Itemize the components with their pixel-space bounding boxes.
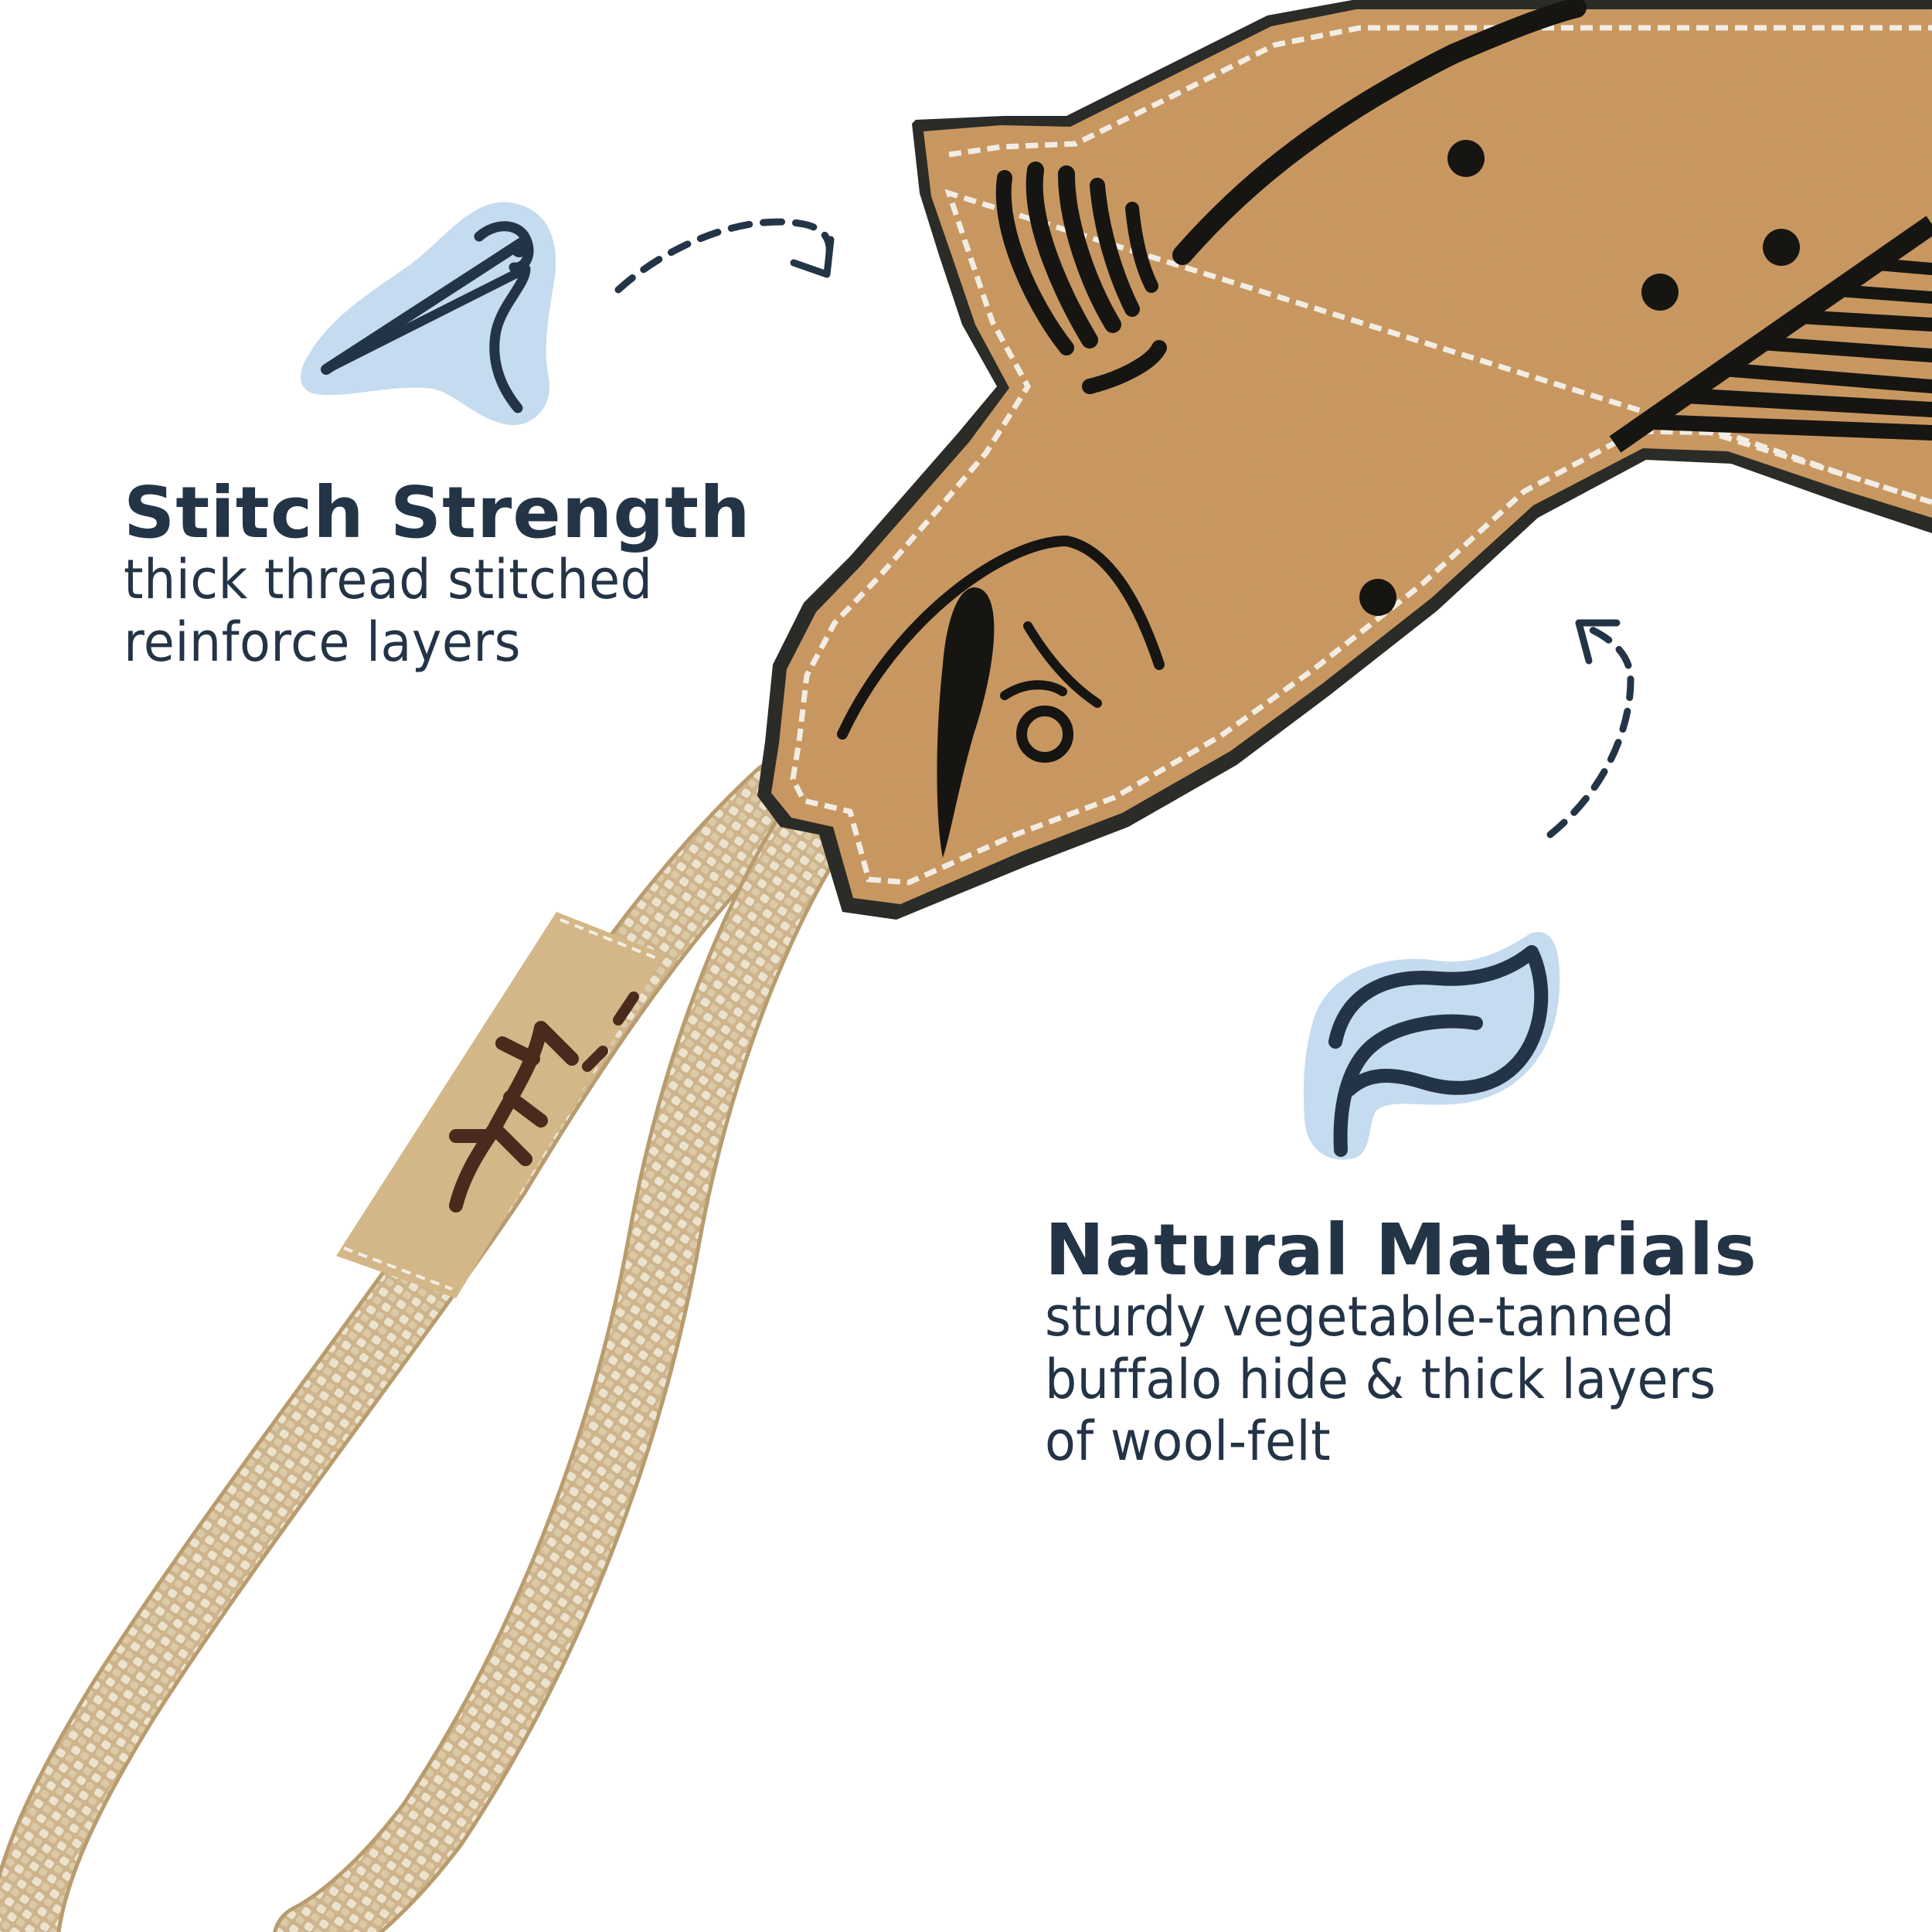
feature-description-line: thick thread stitched [124, 548, 653, 611]
feature-natural-materials: Natural Materials sturdy vegetable-tanne… [1045, 1215, 1767, 1473]
feature-title: Stitch Strength [124, 471, 751, 554]
feature-title: Natural Materials [1045, 1209, 1757, 1291]
feature-description-line: of wool-felt [1045, 1410, 1332, 1473]
rope-loop [0, 759, 856, 1932]
arrow-to-leather-icon [1546, 619, 1634, 838]
arrow-to-stitch-icon [614, 218, 835, 294]
leaf-icon [1303, 932, 1560, 1160]
feature-description-line: reinforce layers [124, 610, 522, 674]
feature-description-line: sturdy vegetable-tanned [1045, 1285, 1675, 1349]
needle-and-thread-icon [301, 202, 556, 426]
feature-description-line: buffalo hide & thick layers [1045, 1347, 1716, 1411]
leather-sleeve [336, 912, 665, 1298]
feature-stitch-strength: Stitch Strength thick thread stitched re… [124, 478, 751, 673]
fish-body [757, 0, 1932, 920]
